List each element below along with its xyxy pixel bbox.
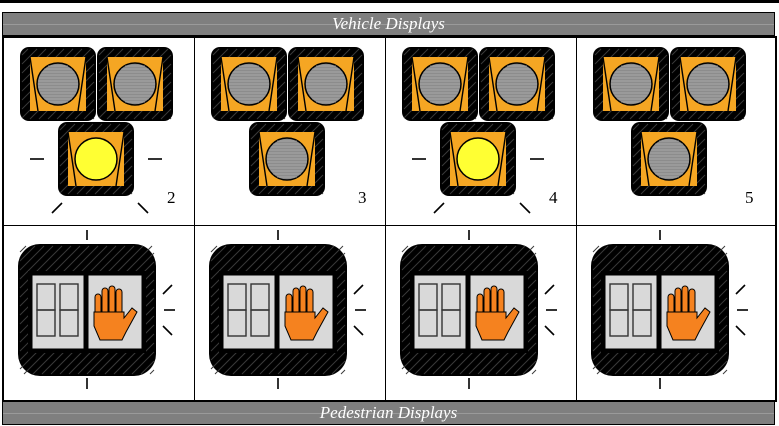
- signal-lens-icon: [74, 137, 118, 181]
- bottom-signal-housing: [631, 122, 707, 196]
- hand-dont-walk-icon: [87, 274, 143, 350]
- right-signal-housing: [670, 47, 746, 121]
- hand-dont-walk-icon: [278, 274, 334, 350]
- countdown-digits-icon: [604, 274, 658, 350]
- vehicle-head-number: 2: [167, 188, 176, 207]
- right-signal-housing: [288, 47, 364, 121]
- vehicle-signal-head-icon: [211, 47, 364, 196]
- left-signal-housing: [593, 47, 669, 121]
- vehicle-signal-head-icon: [402, 47, 555, 214]
- right-signal-housing: [97, 47, 173, 121]
- glow-rays-icon: [468, 230, 557, 389]
- glow-rays-icon: [659, 230, 748, 389]
- pedestrian-head-cell-3[interactable]: [386, 226, 577, 400]
- countdown-digits-icon: [413, 274, 467, 350]
- bottom-signal-housing: [249, 122, 325, 196]
- pedestrian-head-cell-1[interactable]: [4, 226, 195, 400]
- vehicle-head-number: 3: [358, 188, 367, 207]
- pedestrian-displays-title: Pedestrian Displays: [319, 403, 458, 422]
- top-border: [0, 0, 779, 3]
- vehicle-signal-head-icon: [593, 47, 746, 196]
- vehicle-head-cell-4[interactable]: 4: [386, 38, 577, 226]
- vehicle-head-number: 5: [745, 188, 754, 207]
- vehicle-displays-header: Vehicle Displays: [2, 12, 775, 36]
- pedestrian-head-cell-2[interactable]: [195, 226, 386, 400]
- bottom-signal-housing: [58, 122, 134, 196]
- glow-rays-icon: [86, 230, 175, 389]
- vehicle-displays-title: Vehicle Displays: [332, 14, 445, 33]
- pedestrian-signal-head-icon: [400, 230, 557, 389]
- vehicle-head-cell-2[interactable]: 2: [4, 38, 195, 226]
- signal-lens-icon: [456, 137, 500, 181]
- left-signal-housing: [20, 47, 96, 121]
- pedestrian-signal-head-icon: [209, 230, 366, 389]
- display-grid: 2 3 4 5: [2, 36, 777, 402]
- vehicle-head-number: 4: [549, 188, 558, 207]
- vehicle-head-cell-5[interactable]: 5: [577, 38, 775, 226]
- pedestrian-signal-head-icon: [591, 230, 748, 389]
- pedestrian-head-cell-4[interactable]: [577, 226, 775, 400]
- vehicle-head-cell-3[interactable]: 3: [195, 38, 386, 226]
- pedestrian-signal-head-icon: [18, 230, 175, 389]
- countdown-digits-icon: [31, 274, 85, 350]
- vehicle-signal-head-icon: [20, 47, 173, 214]
- bottom-signal-housing: [440, 122, 516, 196]
- left-signal-housing: [402, 47, 478, 121]
- right-signal-housing: [479, 47, 555, 121]
- glow-rays-icon: [412, 158, 544, 214]
- glow-rays-icon: [30, 158, 162, 214]
- glow-rays-icon: [277, 230, 366, 389]
- hand-dont-walk-icon: [469, 274, 525, 350]
- hand-dont-walk-icon: [660, 274, 716, 350]
- pedestrian-displays-header: Pedestrian Displays: [2, 401, 775, 425]
- countdown-digits-icon: [222, 274, 276, 350]
- left-signal-housing: [211, 47, 287, 121]
